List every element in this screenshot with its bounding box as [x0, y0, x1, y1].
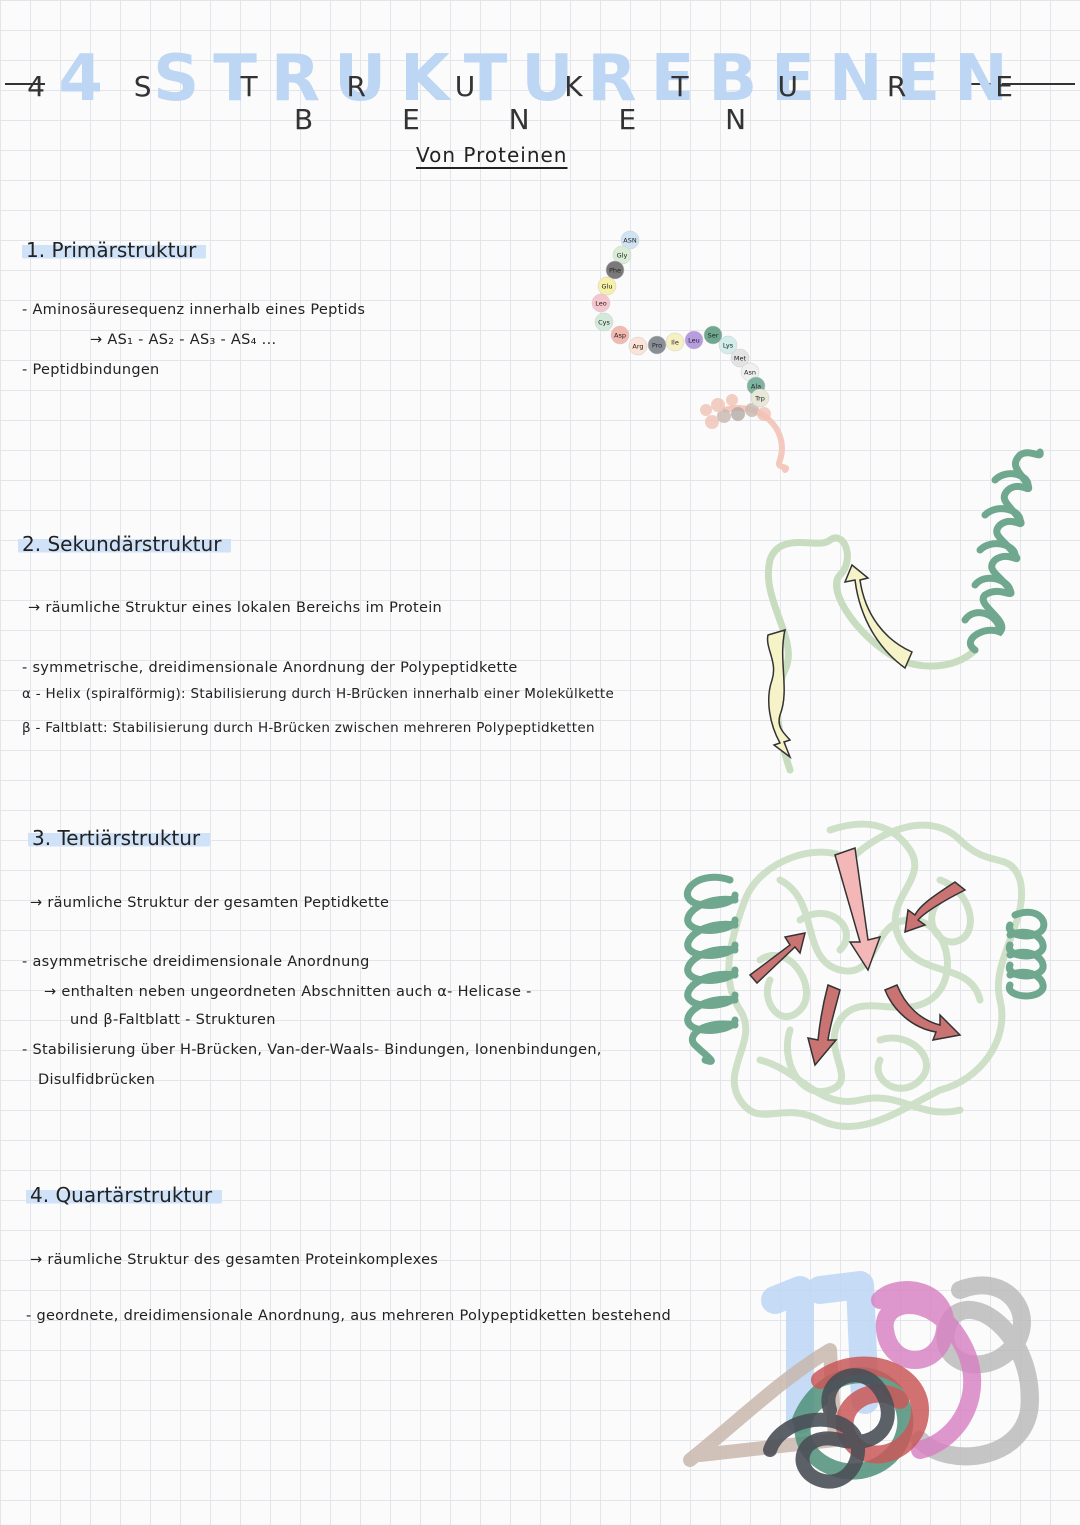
amino-acid-label: Lys: [723, 342, 734, 350]
amino-acid-label: Met: [734, 355, 747, 363]
quaternary-line-2: - geordnete, dreidimensionale Anordnung,…: [26, 1308, 671, 1324]
amino-acid-bead: [703, 325, 723, 345]
amino-acid-bead: [610, 325, 630, 345]
amino-acid-label: Ala: [751, 383, 761, 391]
page-subtitle: Von Proteinen: [416, 143, 568, 167]
amino-acid-label: Phe: [609, 267, 621, 275]
amino-acid-bead: [684, 330, 704, 350]
amino-acid-label: Glu: [602, 283, 613, 291]
random-coil: [764, 534, 979, 774]
heading-quaternary-structure: 4. Quartärstruktur: [26, 1183, 223, 1207]
amino-acid-label: Ser: [708, 332, 719, 340]
arrow-red-down: [806, 983, 841, 1067]
amino-acid-bead: [718, 335, 738, 355]
amino-acid-label: Leo: [595, 300, 607, 308]
secondary-line-3: α - Helix (spiralförmig): Stabilisierung…: [22, 686, 615, 702]
amino-acid-bead: [647, 335, 667, 355]
quat-chain-grey: [911, 1276, 1039, 1466]
amino-acid-label: Gly: [617, 252, 628, 260]
tertiary-line-1: → räumliche Struktur der gesamten Peptid…: [30, 895, 390, 911]
amino-acid-bead: [665, 332, 685, 352]
quat-chain-red: [811, 1356, 929, 1464]
secondary-line-2: - symmetrische, dreidimensionale Anordnu…: [22, 660, 518, 676]
quat-chain-dark: [763, 1368, 895, 1489]
arrow-red-upleft: [748, 932, 807, 985]
amino-acid-label: Asn: [744, 369, 756, 377]
quaternary-line-1: → räumliche Struktur des gesamten Protei…: [30, 1252, 439, 1268]
amino-acid-bead: [591, 293, 611, 313]
amino-acid-bead: [605, 260, 625, 280]
quat-chain-blue: [761, 1271, 879, 1434]
tertiary-line-2: - asymmetrische dreidimensionale Anordnu…: [22, 954, 370, 970]
tertiary-line-4: und β-Faltblatt - Strukturen: [70, 1012, 276, 1028]
heading-tertiary-structure: 3. Tertiärstruktur: [28, 826, 211, 850]
amino-acid-bead: [730, 348, 750, 368]
arrow-pink-down: [834, 846, 882, 972]
amino-acid-bead: [740, 362, 760, 382]
beta-sheet-arrow-down: [766, 628, 792, 760]
tertiary-line-6: Disulfidbrücken: [38, 1072, 156, 1088]
amino-acid-bead: [612, 245, 632, 265]
tertiary-line-3: → enthalten neben ungeordneten Abschnitt…: [44, 984, 532, 1000]
amino-acid-bead: [746, 376, 766, 396]
tertiary-arrows: [748, 846, 967, 1067]
alpha-helix: [961, 448, 1044, 654]
amino-acid-bead: [597, 276, 617, 296]
amino-acid-bead: [750, 388, 770, 408]
amino-acid-bead: [594, 312, 614, 332]
arrow-red-downleft-1: [904, 881, 967, 934]
primary-line-2: → AS₁ - AS₂ - AS₃ - AS₄ ...: [90, 332, 277, 348]
amino-acid-label: Ile: [671, 339, 679, 347]
page-title: 4 STRUKTUREBENEN: [58, 42, 1022, 116]
arrow-red-downright: [884, 984, 962, 1041]
amino-acid-label: Trp: [754, 395, 765, 403]
quat-chain-teal: [792, 1367, 914, 1480]
amino-acid-label: Leu: [688, 337, 700, 345]
amino-acid-label: ASN: [623, 237, 637, 245]
amino-acid-label: Asp: [614, 332, 626, 340]
quat-chain-brown: [683, 1343, 842, 1467]
tertiary-helix-right: [1005, 908, 1048, 1000]
beta-sheet-arrow-up: [843, 563, 913, 670]
heading-secondary-structure: 2. Sekundärstruktur: [18, 532, 232, 556]
tertiary-coil: [725, 820, 1026, 1131]
amino-acid-label: Arg: [632, 343, 643, 351]
chain-tail-beads: [700, 394, 771, 429]
heading-primary-structure: 1. Primärstruktur: [22, 238, 207, 262]
title-rule-right: [970, 83, 1075, 85]
chain-tail: [722, 405, 790, 473]
amino-acid-label: Pro: [652, 342, 662, 350]
amino-acid-label: Cys: [598, 319, 610, 327]
quat-chain-pink: [871, 1281, 982, 1459]
primary-line-1: - Aminosäuresequenz innerhalb eines Pept…: [22, 302, 366, 318]
amino-acid-bead: [620, 230, 640, 250]
title-rule-left: [5, 83, 45, 85]
tertiary-line-5: - Stabilisierung über H-Brücken, Van-der…: [22, 1042, 602, 1058]
page-title-overlay: 4 S T R U K T U R E B E N E N: [27, 70, 1053, 136]
amino-acid-bead: [628, 336, 648, 356]
primary-line-3: - Peptidbindungen: [22, 362, 160, 378]
secondary-line-4: β - Faltblatt: Stabilisierung durch H-Br…: [22, 720, 595, 736]
secondary-line-1: → räumliche Struktur eines lokalen Berei…: [28, 600, 443, 616]
tertiary-helix-left: [684, 873, 739, 1065]
